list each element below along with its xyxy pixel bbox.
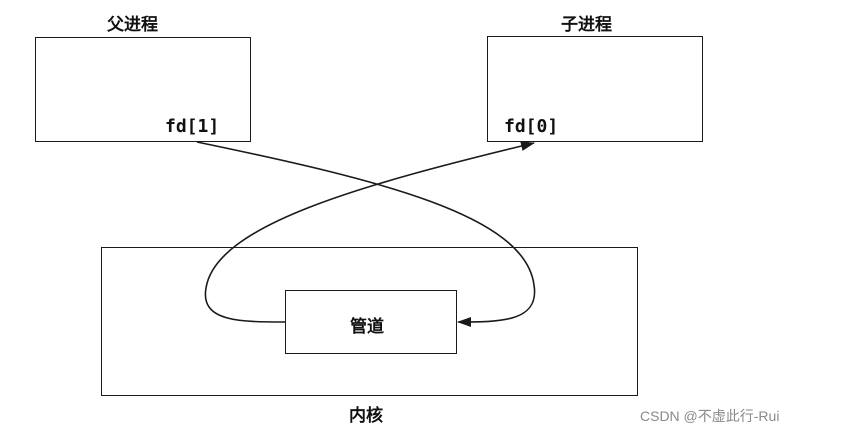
kernel-title: 内核	[349, 406, 383, 426]
watermark-text: CSDN @不虚此行-Rui	[640, 408, 780, 424]
pipe-label: 管道	[350, 317, 384, 337]
parent-process-box	[35, 37, 251, 142]
write-flow-arrow	[196, 141, 536, 327]
kernel-box	[101, 247, 638, 396]
pipe-box	[285, 290, 457, 354]
child-fd-label: fd[0]	[504, 116, 559, 137]
parent-process-title: 父进程	[107, 15, 158, 35]
child-process-title: 子进程	[561, 15, 612, 35]
read-flow-arrow	[204, 141, 535, 323]
child-process-box	[487, 36, 703, 142]
parent-fd-label: fd[1]	[165, 116, 220, 137]
